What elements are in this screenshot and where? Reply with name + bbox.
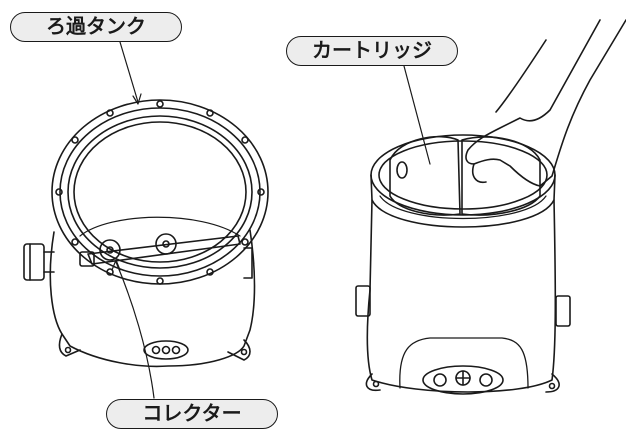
flange-bolts (55, 100, 265, 285)
hand (465, 19, 626, 187)
tank-foot-right (227, 339, 251, 361)
collector-pipe (87, 235, 241, 265)
leader-cartridge (403, 65, 431, 165)
tank-opening (67, 115, 253, 269)
filter-tank-illustration (23, 41, 269, 399)
collector-label: コレクター (106, 399, 278, 429)
leader-filter-tank (119, 41, 139, 103)
filter-tank-label: ろ過タンク (10, 12, 182, 42)
cartridge-tank-body (366, 199, 557, 393)
cartridge-tank-illustration (355, 19, 626, 395)
leader-collector (115, 261, 155, 399)
cartridge-right-half (461, 136, 541, 216)
tank-handle-left (23, 243, 45, 281)
tank-foot-left (58, 333, 81, 357)
front-valve (422, 365, 504, 395)
front-panel (399, 337, 529, 389)
cartridge-label: カートリッジ (286, 36, 458, 66)
tank-body (49, 229, 256, 368)
tank-bottom-valve (143, 340, 189, 360)
cartridge-left-half (389, 135, 461, 216)
tank-flange-outer (51, 99, 269, 285)
tank-handle-right (243, 247, 253, 279)
